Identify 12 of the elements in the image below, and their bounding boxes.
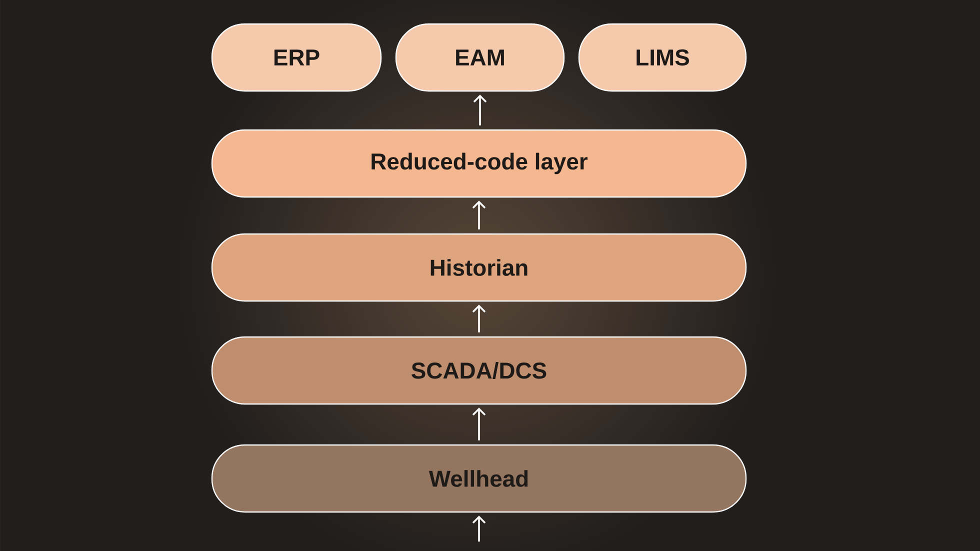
arrow — [472, 304, 486, 332]
layer-box: EAM — [395, 23, 565, 92]
layer-box: LIMS — [578, 23, 747, 92]
layer-box: Historian — [211, 233, 747, 302]
layer-box: Reduced-code layer — [211, 129, 747, 198]
arrow — [472, 408, 486, 440]
layer-box: ERP — [211, 23, 382, 92]
arrow — [472, 516, 486, 542]
layer-box: SCADA/DCS — [211, 336, 747, 405]
layer-box: Wellhead — [211, 444, 747, 513]
arrow — [473, 94, 487, 126]
arrow — [472, 200, 486, 230]
